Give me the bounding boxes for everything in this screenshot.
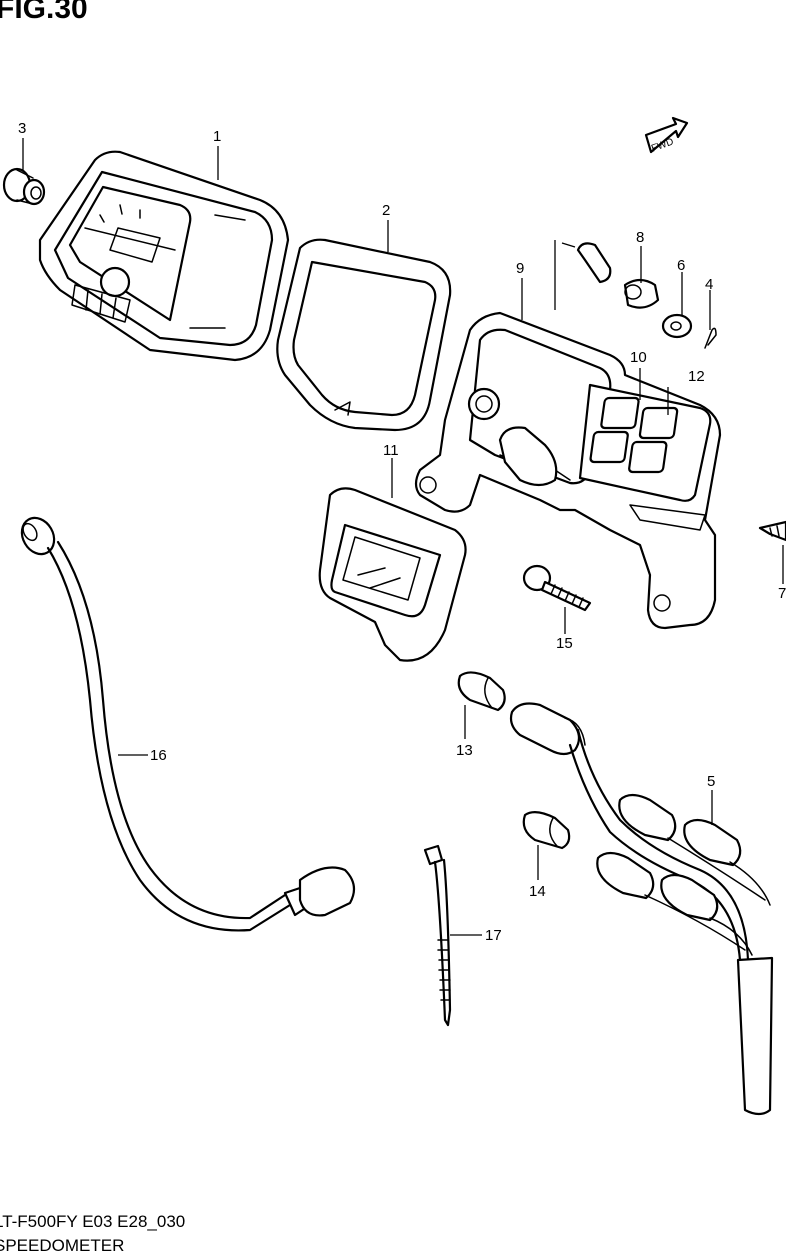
part-13-bulb-drawing — [457, 671, 506, 712]
part-3-nut-drawing — [2, 167, 46, 206]
callout-3: 3 — [18, 120, 26, 137]
callout-labels: 1 2 3 4 5 6 7 8 9 10 11 12 13 14 15 16 1… — [18, 120, 786, 944]
callout-5: 5 — [707, 773, 715, 790]
figure-title: FIG.30 — [0, 0, 88, 25]
section-name: SPEEDOMETER — [0, 1236, 125, 1255]
callout-1: 1 — [213, 128, 221, 145]
part-14-bulb-drawing — [522, 811, 571, 850]
callout-4: 4 — [705, 276, 713, 293]
part-1-speedometer-drawing — [38, 150, 290, 362]
part-17-cable-tie-drawing — [423, 844, 452, 1027]
callout-leaders — [22, 138, 784, 936]
part-15-bolt-drawing — [522, 564, 592, 612]
part-4-clip-drawing — [704, 327, 717, 349]
model-code: LT-F500FY E03 E28_030 — [0, 1212, 186, 1231]
callout-11: 11 — [383, 442, 399, 459]
part-6-washer-drawing — [661, 313, 693, 339]
part-2-gasket-drawing — [276, 238, 452, 432]
callout-7: 7 — [778, 585, 786, 602]
part-5-harness-drawing — [509, 702, 774, 1116]
part-16-cable-drawing — [20, 516, 356, 932]
callout-12: 12 — [688, 368, 705, 385]
callout-16: 16 — [150, 747, 167, 764]
callout-2: 2 — [382, 202, 390, 219]
callout-8: 8 — [636, 229, 644, 246]
fwd-arrow-icon: FWD — [644, 116, 689, 155]
part-10-lens-panel-drawing — [578, 383, 712, 502]
callout-17: 17 — [485, 927, 502, 944]
callout-6: 6 — [677, 257, 685, 274]
part-7-screw-drawing — [758, 520, 786, 542]
rubber-plug-drawing — [554, 240, 612, 310]
callout-9: 9 — [516, 260, 524, 277]
part-11-lens-cover-drawing — [318, 487, 467, 662]
part-9-case-drawing — [414, 311, 722, 630]
part-8-grommet-drawing — [623, 278, 660, 309]
callout-13: 13 — [456, 742, 473, 759]
callout-15: 15 — [556, 635, 573, 652]
callout-14: 14 — [529, 883, 546, 900]
callout-10: 10 — [630, 349, 647, 366]
